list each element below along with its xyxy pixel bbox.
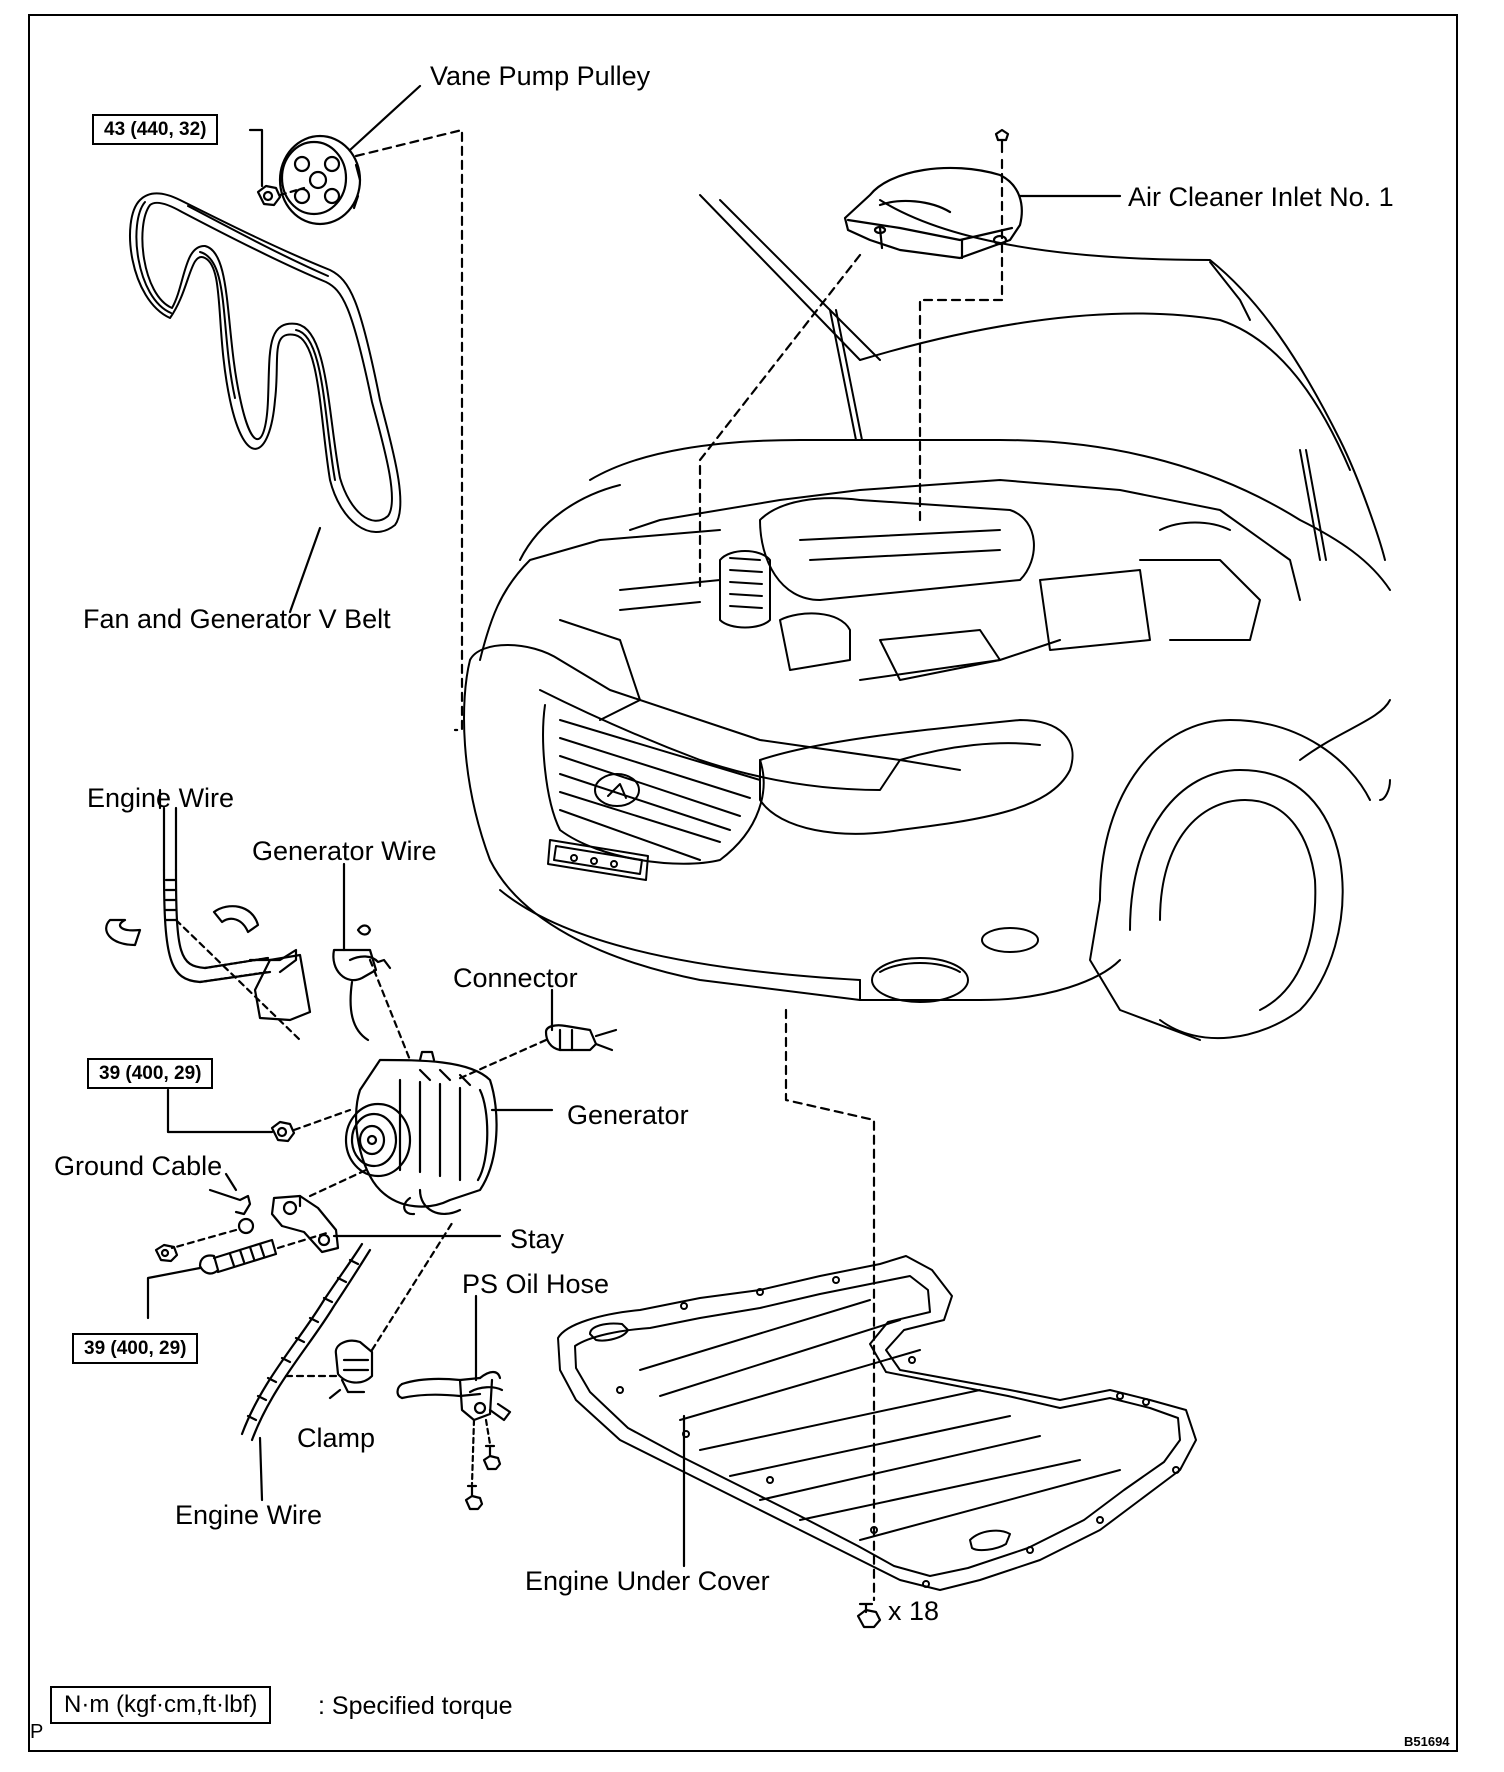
hose-bolt-2-drawing: [464, 1484, 484, 1511]
ground-nut-drawing: [154, 1243, 179, 1263]
vane-pump-pulley-label: Vane Pump Pulley: [430, 61, 651, 91]
hose-bolt-1-drawing: [482, 1444, 502, 1471]
engine-wire-top-label: Engine Wire: [87, 783, 235, 813]
generator-bolt-drawing: [198, 1238, 278, 1275]
ground-cable-drawing: [208, 1172, 255, 1235]
stay-label: Stay: [510, 1224, 565, 1254]
generator-nut-torque-box: 39 (400, 29): [87, 1058, 214, 1089]
engine-wire-bottom-drawing: [240, 1242, 372, 1442]
diagram-frame: [28, 14, 1458, 1752]
generator-bolt-torque-box: 39 (400, 29): [72, 1333, 199, 1364]
air-cleaner-inlet-drawing: [843, 166, 1023, 260]
air-cleaner-clip-drawing: [994, 128, 1010, 154]
engine-wire-bottom-label: Engine Wire: [175, 1500, 323, 1530]
ps-oil-hose-label: PS Oil Hose: [462, 1269, 610, 1299]
engine-wire-top-drawing: [105, 806, 312, 1042]
connector-label: Connector: [453, 963, 578, 993]
ground-cable-label: Ground Cable: [54, 1151, 223, 1181]
bolt-count-label: x 18: [888, 1596, 940, 1626]
generator-nut-drawing: [270, 1120, 296, 1143]
generator-wire-label: Generator Wire: [252, 836, 437, 866]
ps-oil-hose-drawing: [396, 1370, 512, 1422]
figure-code: B51694: [1404, 1734, 1450, 1749]
generator-drawing: [344, 1050, 498, 1216]
air-cleaner-inlet-label: Air Cleaner Inlet No. 1: [1128, 182, 1394, 212]
pulley-torque-box: 43 (440, 32): [92, 114, 219, 145]
cover-bolt-drawing: [856, 1602, 882, 1629]
torque-unit-legend-box: N·m (kgf·cm,ft·lbf): [50, 1686, 272, 1725]
stay-drawing: [270, 1194, 340, 1254]
generator-label: Generator: [567, 1100, 689, 1130]
clamp-drawing: [334, 1339, 374, 1394]
vane-pump-pulley-drawing: [278, 134, 362, 226]
engine-under-cover-label: Engine Under Cover: [525, 1566, 770, 1596]
connector-drawing: [454, 1024, 618, 1082]
pulley-leader: [248, 128, 264, 188]
v-belt-drawing: [129, 192, 402, 533]
engine-under-cover-drawing: [557, 1255, 1197, 1591]
torque-legend-text: : Specified torque: [318, 1692, 513, 1720]
clamp-label: Clamp: [297, 1423, 376, 1453]
generator-wire-drawing: [332, 862, 412, 1062]
fan-generator-belt-label: Fan and Generator V Belt: [83, 604, 391, 634]
pulley-nut-drawing: [256, 184, 282, 207]
vehicle-front-drawing: [463, 194, 1391, 1041]
corner-mark-p: P: [30, 1721, 44, 1743]
